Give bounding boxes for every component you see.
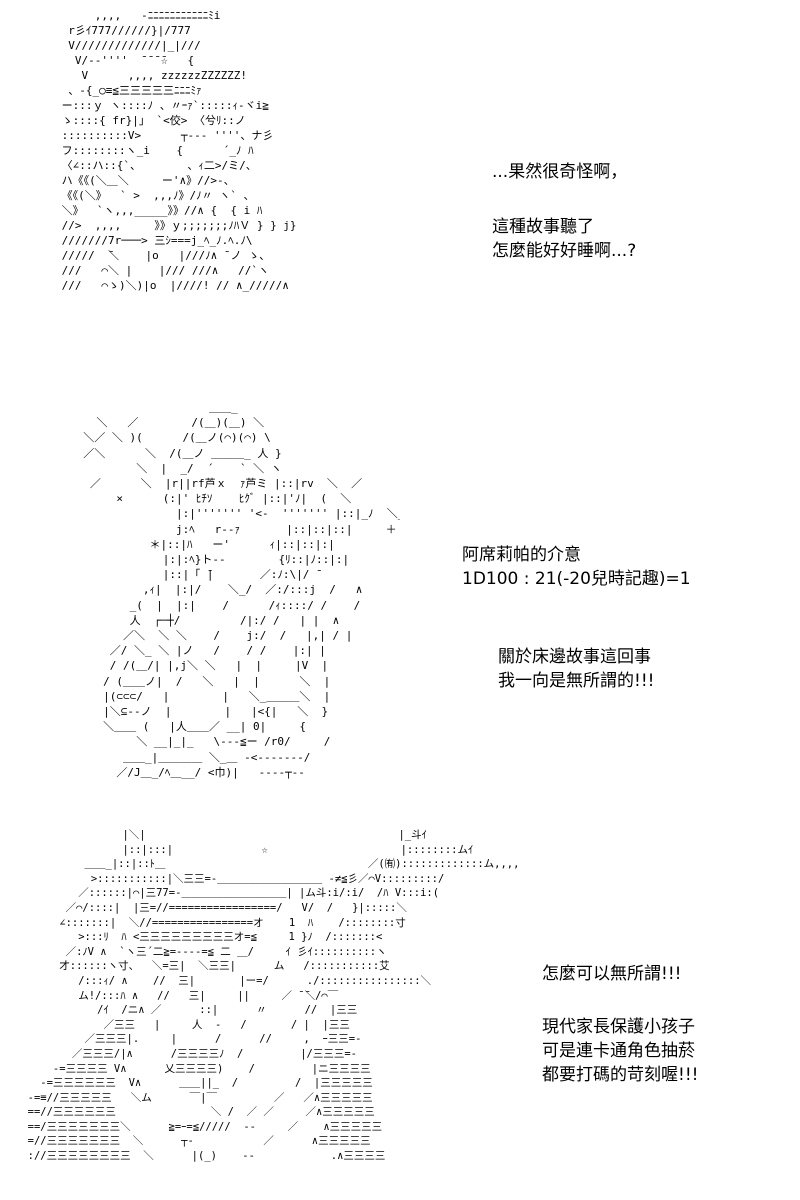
ascii-art-figure-top: ,,,, -ﾆﾆﾆﾆﾆﾆﾆﾆﾆﾆﾆﾐi r彡ｲ777//////}|/777 V… — [61, 9, 297, 292]
dialogue-line: 現代家長保護小孩子 — [542, 1017, 695, 1037]
dialogue-bottom-second: 現代家長保護小孩子 可是連卡通角色抽菸 都要打碼的苛刻喔!!! — [542, 1015, 698, 1087]
dice-roll-caption: 阿席莉帕的介意 1D100 : 21(-20兒時記趣)=1 — [462, 543, 691, 591]
dialogue-bottom-first: 怎麼可以無所謂!!! — [542, 962, 681, 986]
dialogue-line: 可是連卡通角色抽菸 — [542, 1041, 695, 1061]
dialogue-top-second: 這種故事聽了 怎麼能好好睡啊...? — [492, 215, 636, 263]
dice-roll-result: 1D100 : 21(-20兒時記趣)=1 — [462, 569, 691, 589]
dialogue-line: 我一向是無所謂的!!! — [498, 671, 655, 691]
dialogue-line: 怎麼能好好睡啊...? — [492, 241, 637, 261]
ascii-art-figure-middle: ＿＿_ ＼ ／ /(＿)(＿) ＼ ＼／ ＼ )( /(＿ノ(⌒)(⌒) \ ／… — [83, 401, 400, 779]
dialogue-line: ...果然很奇怪啊， — [492, 162, 628, 182]
ascii-art-figure-bottom: |＼| |_斗ｲ |::|:::| ☆ |::::::::ムｲ ＿＿_|::|:… — [27, 829, 520, 1163]
dialogue-line: 關於床邊故事這回事 — [498, 647, 651, 667]
dialogue-line: 都要打碼的苛刻喔!!! — [542, 1065, 699, 1085]
dialogue-line: 這種故事聽了 — [492, 217, 594, 237]
dialogue-line: 怎麼可以無所謂!!! — [542, 964, 682, 984]
dialogue-top-first: ...果然很奇怪啊， — [492, 160, 627, 184]
dialogue-line: 阿席莉帕的介意 — [462, 545, 581, 565]
dialogue-middle: 關於床邊故事這回事 我一向是無所謂的!!! — [498, 645, 654, 693]
